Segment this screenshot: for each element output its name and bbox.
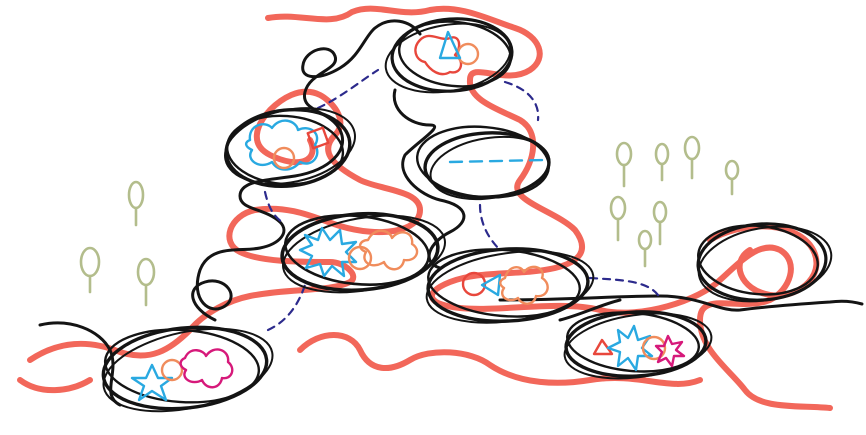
oval-clusters [101, 17, 833, 413]
tree-icon [637, 229, 653, 268]
blob-icon [499, 265, 549, 305]
oval-center [280, 211, 446, 294]
oval-contents [130, 30, 686, 402]
red-path-right-loop [707, 223, 820, 299]
circle-icon [641, 335, 667, 361]
star-icon [654, 334, 686, 368]
tree-icon [615, 141, 633, 188]
dashed-line [448, 158, 547, 164]
oval-top [384, 17, 514, 94]
red-path-left-branch [27, 88, 423, 363]
circle-icon [347, 245, 373, 271]
tree-icon [136, 257, 156, 307]
blob-icon [414, 34, 463, 76]
tree-icon [609, 195, 627, 242]
trees [79, 135, 740, 307]
oval-right-center [425, 247, 595, 324]
tree-icon [654, 142, 670, 182]
dashed-connector-1 [266, 283, 307, 332]
circle-icon [456, 42, 480, 66]
dashed-connector-2 [263, 190, 284, 224]
tree-icon [724, 159, 740, 196]
tree-icon [79, 246, 101, 294]
splat-icon [606, 324, 654, 372]
oval-far-right [696, 222, 833, 303]
dashed-connector-5 [478, 203, 502, 252]
tree-icon [127, 180, 145, 227]
red-path-lower-loop [17, 332, 703, 394]
dashed-connector-3 [316, 68, 380, 110]
dashed-connector-4 [503, 80, 540, 122]
circle-icon [160, 358, 184, 382]
triangle-icon [480, 273, 502, 297]
triangle-icon [438, 30, 462, 60]
blob-icon [358, 229, 419, 271]
blob-icon [244, 119, 319, 171]
square-icon [306, 126, 330, 150]
tree-icon [652, 200, 668, 246]
red-path-main [265, 5, 833, 411]
triangle-icon [592, 338, 614, 356]
splat-icon [298, 226, 358, 278]
oval-lower-right [563, 310, 713, 380]
oval-middle-right [415, 125, 551, 201]
blob-icon [179, 348, 234, 389]
circle-icon [272, 146, 296, 170]
oval-lower-left [101, 325, 274, 413]
dashed-connectors [263, 68, 662, 332]
star-icon [130, 363, 174, 402]
tree-icon [683, 135, 701, 180]
oval-upper-left [224, 107, 356, 189]
dashed-connector-6 [588, 276, 662, 300]
